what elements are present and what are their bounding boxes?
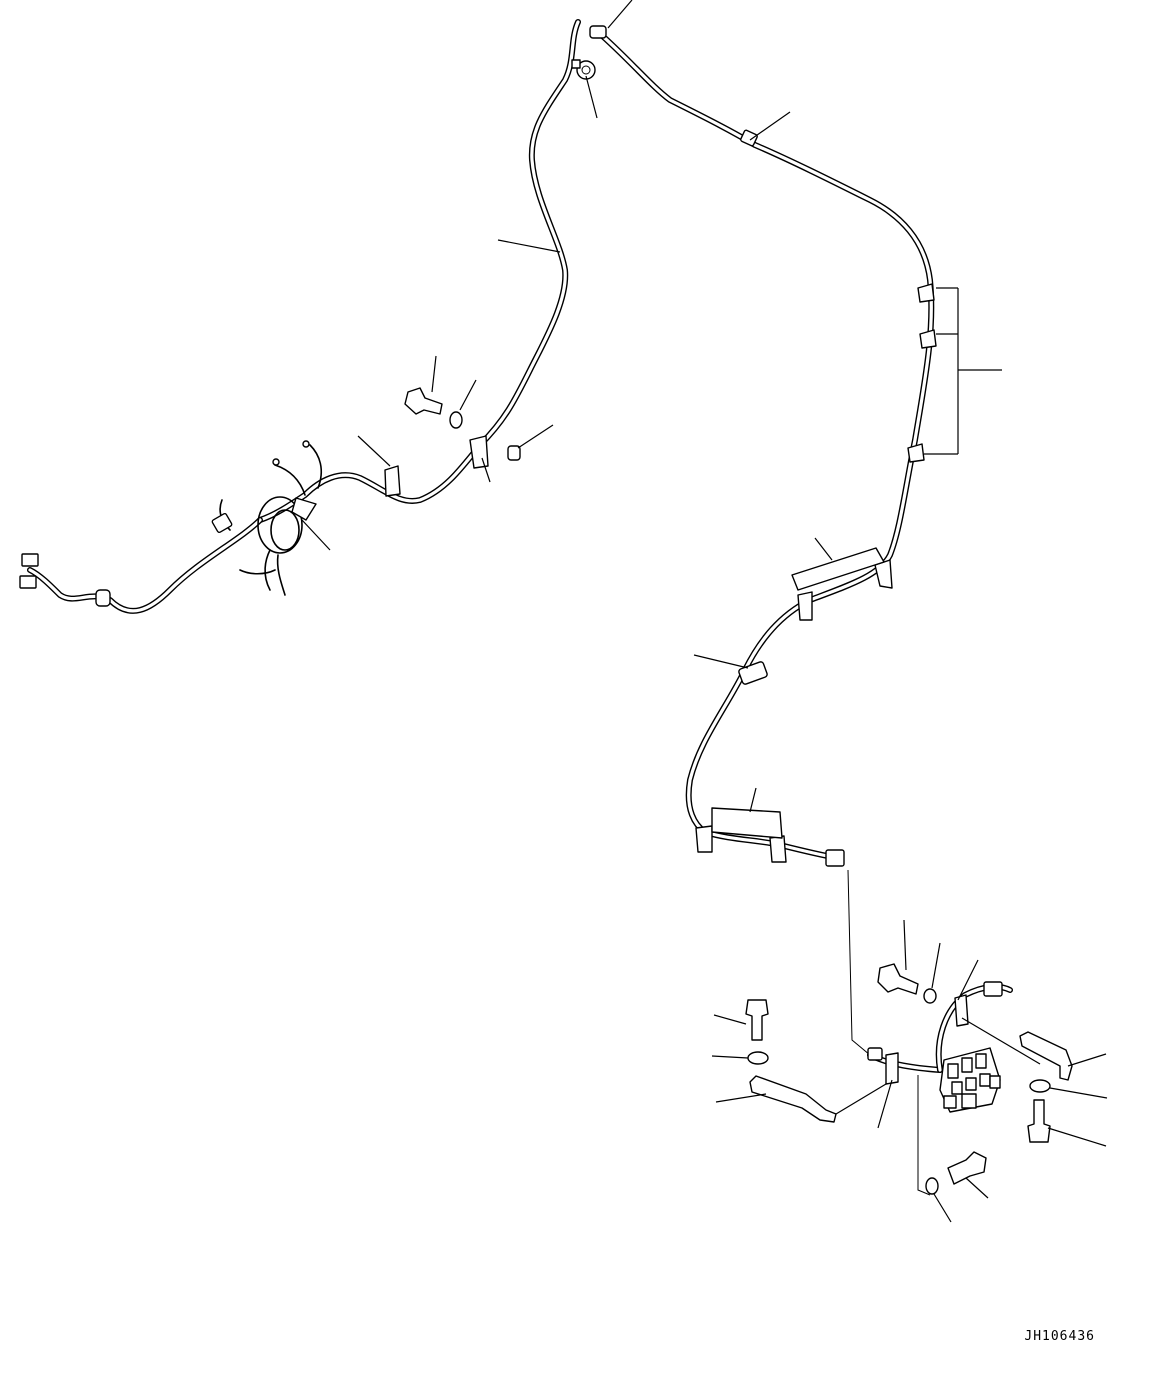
drawing-id-label: JH106436 bbox=[1024, 1329, 1095, 1344]
ring-connector bbox=[571, 59, 596, 80]
bolt-icon bbox=[404, 387, 1051, 1185]
harness-clip-icon bbox=[384, 25, 969, 1085]
main-harness bbox=[27, 19, 935, 861]
relay-block-icon bbox=[939, 1047, 1001, 1113]
washer-icon bbox=[449, 411, 1051, 1195]
bracket-icon bbox=[749, 1031, 1073, 1123]
leader-lines bbox=[301, 0, 1108, 1223]
connector-icon bbox=[19, 440, 1003, 1061]
protective-sleeve bbox=[291, 497, 885, 839]
